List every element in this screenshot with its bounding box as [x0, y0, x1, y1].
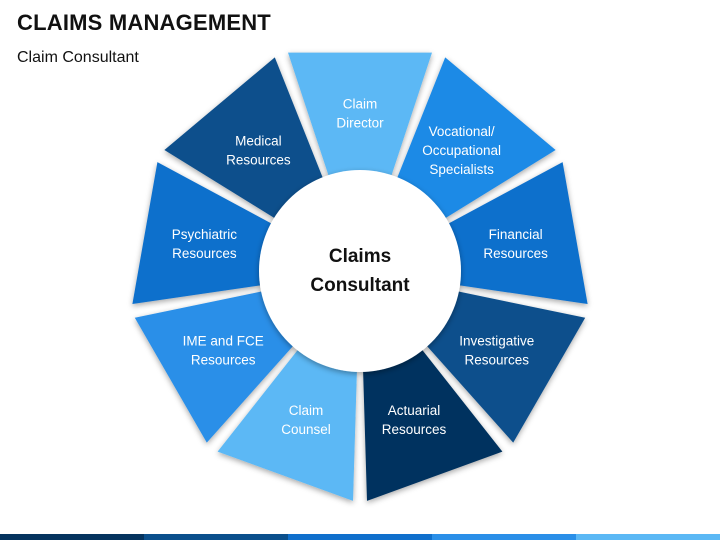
- segment-4: [363, 349, 503, 501]
- segment-label: IME and FCE: [183, 334, 264, 349]
- segment-3: [426, 291, 586, 443]
- segment-label: Resources: [382, 422, 447, 437]
- segment-label: Financial: [489, 227, 543, 242]
- bottom-bar-stripe: [0, 534, 144, 540]
- segment-7: [132, 162, 272, 304]
- segment-label: Actuarial: [388, 403, 441, 418]
- page-subtitle: Claim Consultant: [17, 49, 139, 66]
- segment-label: Vocational/: [429, 124, 495, 139]
- segment-label: Medical: [235, 134, 282, 149]
- segment-label: Claim: [343, 97, 378, 112]
- segment-label: Resources: [226, 153, 291, 168]
- bottom-bar-stripe: [288, 534, 432, 540]
- center-label: Claims: [329, 246, 391, 267]
- segment-label: Psychiatric: [172, 227, 238, 242]
- segment-label: Claim: [289, 403, 324, 418]
- segment-label: Specialists: [429, 162, 494, 177]
- segment-label: Counsel: [281, 422, 331, 437]
- segment-label: Resources: [172, 246, 237, 261]
- segment-label: Resources: [465, 353, 530, 368]
- segment-8: [164, 57, 323, 219]
- segment-label: Resources: [191, 353, 256, 368]
- segment-label: Occupational: [422, 143, 501, 158]
- segment-5: [217, 349, 357, 501]
- center-circle: [259, 170, 461, 372]
- segment-2: [448, 162, 588, 304]
- bottom-bar-stripe: [144, 534, 288, 540]
- segment-label: Director: [336, 116, 384, 131]
- center-label: Consultant: [310, 275, 410, 296]
- segment-label: Resources: [483, 246, 548, 261]
- segment-1: [397, 57, 556, 219]
- page-title: CLAIMS MANAGEMENT: [17, 10, 271, 35]
- segment-0: [288, 52, 432, 176]
- bottom-bar-stripe: [432, 534, 576, 540]
- bottom-bar-stripe: [576, 534, 720, 540]
- bottom-accent-bar: [0, 534, 720, 540]
- segment-6: [134, 291, 294, 443]
- segment-label: Investigative: [459, 334, 534, 349]
